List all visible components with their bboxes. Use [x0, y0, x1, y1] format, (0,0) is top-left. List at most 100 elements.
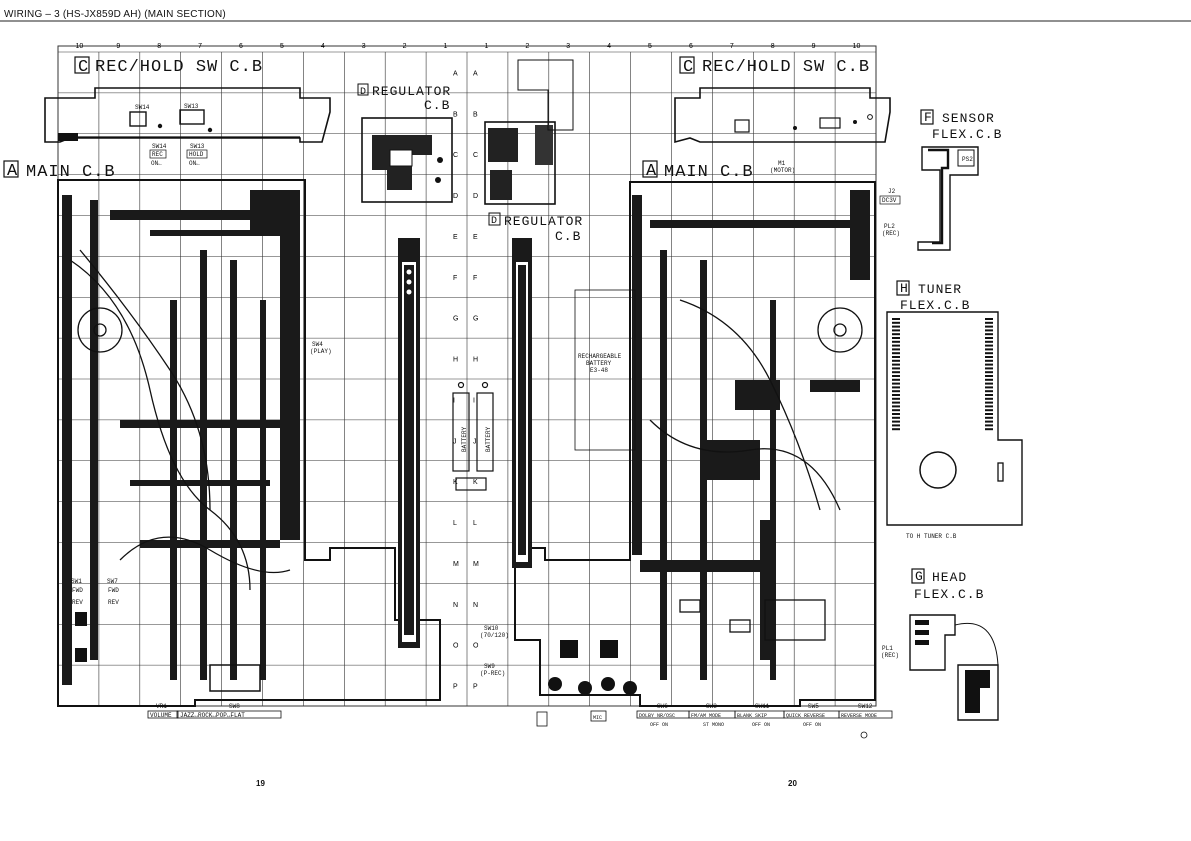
row-label: H [453, 357, 458, 364]
tuner-pin [892, 409, 900, 412]
tuner-pin [892, 405, 900, 408]
row-label: B [453, 111, 458, 118]
main-right-name: MAIN C.B [664, 163, 754, 182]
tuner-pin [985, 344, 993, 347]
rev-label-1: REV [72, 599, 83, 606]
row-label: H [473, 357, 478, 364]
column-label: 2 [403, 43, 407, 50]
sw8-label: SW8 [229, 703, 240, 710]
column-label: 10 [853, 43, 861, 50]
pl1-label: PL1 [882, 645, 893, 652]
tuner-pin [985, 378, 993, 381]
tuner-pin [892, 382, 900, 385]
rec-hold-right-name: REC/HOLD SW C.B [702, 58, 870, 77]
column-label: 8 [771, 43, 775, 50]
sensor-flex-board [917, 146, 979, 251]
tuner-pin [985, 382, 993, 385]
tuner-pin [892, 397, 900, 400]
rec-hold-board-left [44, 87, 331, 143]
tuner-pin [892, 344, 900, 347]
fmam-label: FM/AM MODE [691, 713, 721, 719]
m1-label: M1 [778, 160, 786, 167]
sw1-label: SW1 [71, 578, 82, 585]
tuner-pin [985, 413, 993, 415]
tuner-pin [985, 348, 993, 351]
rechargeable-battery-label: BATTERY [586, 360, 612, 367]
row-label: P [453, 684, 458, 691]
pl1-sub-label: (REC) [881, 652, 899, 659]
row-label: J [473, 438, 477, 445]
tuner-pin [985, 390, 993, 393]
switch-panel-outlines [147, 710, 893, 727]
eq-label: JAZZ↔ROCK↔POP↔FLAT [180, 712, 245, 719]
main-left-name: MAIN C.B [26, 163, 116, 182]
volume-label: VOLUME [150, 712, 172, 719]
column-label: 1 [444, 43, 448, 50]
tuner-pin [892, 329, 900, 332]
rec-hold-left-tag: C [78, 58, 89, 77]
sw3-label: SW3 [706, 703, 717, 710]
row-label: D [473, 193, 478, 200]
sw12-label: SW12 [858, 703, 873, 710]
rec-switch-label: REC [152, 151, 163, 158]
sw10-label: SW10 [484, 625, 499, 632]
tuner-pin [985, 416, 993, 419]
tuner-pin [892, 424, 900, 427]
tuner-pin [985, 405, 993, 408]
column-label: 4 [321, 43, 325, 50]
row-label: N [453, 602, 458, 609]
sw5-label: SW5 [808, 703, 819, 710]
tuner-pin [985, 337, 993, 339]
rec-hold-right-tag: C [683, 58, 694, 77]
head-name2: FLEX.C.B [914, 587, 984, 602]
fmam-states: ST MONO [703, 722, 724, 728]
column-label: 9 [812, 43, 816, 50]
tuner-pin [892, 363, 900, 366]
row-label: I [453, 397, 455, 404]
row-label: G [473, 316, 478, 323]
row-label: C [453, 152, 458, 159]
column-label: 6 [239, 43, 243, 50]
rechargeable-model-label: E3-48 [590, 367, 608, 374]
row-label: A [453, 70, 458, 77]
tuner-pin [892, 333, 900, 336]
sw9-sub-label: (P-REC) [480, 670, 505, 677]
tuner-pin [892, 318, 900, 320]
tuner-pin [985, 428, 993, 431]
board-labels: C REC/HOLD SW C.B C REC/HOLD SW C.B D RE… [3, 56, 1001, 602]
battery-cells [452, 381, 494, 491]
tuner-pin [892, 359, 900, 362]
j2-label: J2 [888, 188, 896, 195]
dolby-states: OFF ON [650, 722, 668, 728]
row-label: J [453, 438, 457, 445]
sw14-label: SW14 [135, 104, 150, 111]
tuner-name2: FLEX.C.B [900, 298, 970, 313]
tuner-pin [892, 325, 900, 328]
column-label: 5 [280, 43, 284, 50]
regulator-mid-name: REGULATOR [504, 214, 583, 229]
main-right-tag: A [646, 162, 657, 181]
row-label: N [473, 602, 478, 609]
column-label: 1 [484, 43, 488, 50]
rechargeable-label: RECHARGEABLE [578, 353, 622, 360]
dc3v-label: DC3V [882, 197, 897, 204]
tuner-pin [892, 390, 900, 393]
column-label: 2 [525, 43, 529, 50]
row-label: B [473, 111, 478, 118]
tuner-pin [985, 321, 993, 324]
tuner-pin [985, 325, 993, 328]
rev-label-2: REV [108, 599, 119, 606]
column-label: 10 [75, 43, 83, 50]
tuner-pin [892, 337, 900, 339]
row-label: O [453, 643, 459, 650]
row-label: M [453, 561, 459, 568]
play-label: (PLAY) [310, 348, 332, 355]
battery-label-1: BATTERY [461, 426, 468, 452]
column-label: 6 [689, 43, 693, 50]
blank-skip-label: BLANK SKIP [737, 713, 767, 719]
mic-label: MIC [593, 715, 602, 721]
page-number-left: 19 [256, 779, 265, 788]
